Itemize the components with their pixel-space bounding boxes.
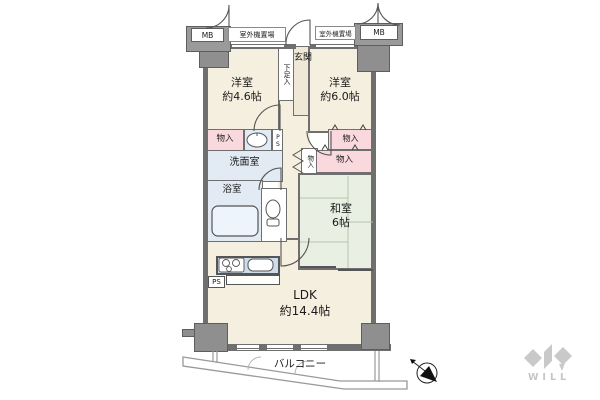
room-size: 約6.0帖	[320, 90, 360, 104]
room-bathroom-label: 浴室	[222, 184, 242, 195]
pipe-shaft-label: PS	[212, 278, 221, 286]
room-western-4-6-label: 洋室 約4.6帖	[206, 76, 278, 105]
room-size: 6帖	[332, 216, 350, 230]
balcony-label: バルコニー	[273, 358, 327, 370]
outdoor-unit-right: 室外機置場	[315, 26, 356, 40]
wall-right	[371, 44, 376, 349]
door-arc-ldk	[280, 237, 310, 267]
room-name: LDK	[293, 288, 317, 302]
closet-right-2-label: 物入	[335, 155, 353, 165]
will-logo-mark	[524, 344, 572, 371]
window-bottom-3	[301, 344, 327, 351]
room-size: 約4.6帖	[222, 90, 262, 104]
room-japanese-label: 和室 6帖	[320, 202, 362, 231]
pipe-shaft-kitchen: PS	[208, 276, 225, 288]
room-washroom-label: 洗面室	[229, 157, 260, 168]
room-entrance-label: 玄関	[293, 53, 312, 63]
window-bottom-1	[237, 344, 259, 351]
outdoor-unit-label: 室外機置場	[319, 30, 352, 38]
meter-box-label: MB	[373, 28, 385, 37]
door-arc-toilet	[258, 167, 282, 191]
sliding-door-japanese	[300, 266, 373, 271]
compass-icon	[410, 359, 438, 384]
meter-box-right-label-box: MB	[360, 25, 398, 40]
basin-icon	[246, 132, 268, 148]
wall-left	[203, 44, 208, 349]
pillar-bottom-left-stub	[182, 329, 195, 337]
bathtub-icon	[211, 205, 259, 237]
door-arc-western-6-0	[306, 130, 332, 156]
toilet-icon	[265, 199, 281, 227]
outdoor-unit-left: 室外機置場	[228, 27, 286, 42]
door-arcs	[205, 2, 401, 267]
door-arc-mb-left	[205, 4, 230, 29]
room-name: 和室	[330, 202, 352, 215]
room-western-6-0-label: 洋室 約6.0帖	[306, 76, 374, 105]
stove-icon	[218, 257, 245, 273]
closet-right-1-label: 物入	[342, 134, 359, 143]
door-arc-mb-right	[356, 2, 401, 26]
room-ldk-label: LDK 約14.4帖	[230, 288, 380, 319]
door-arc-western-4-6	[253, 104, 281, 132]
pillar-bottom-left	[194, 323, 228, 352]
room-name: 洋室	[329, 76, 351, 89]
tatami-lines	[300, 176, 373, 268]
folding-door-icon	[292, 148, 304, 174]
will-logo-text: WILL	[527, 372, 571, 383]
outdoor-unit-label: 室外機置場	[239, 30, 275, 39]
pipe-shaft-top-label: PS	[274, 133, 282, 148]
window-top-right	[316, 44, 354, 49]
pillar-top-right	[357, 44, 390, 72]
door-arc-entrance	[285, 19, 311, 46]
pillar-bottom-right	[361, 323, 390, 350]
meter-box-label: MB	[201, 30, 214, 40]
window-top-left	[232, 44, 284, 49]
wall-bottom	[199, 344, 391, 351]
kitchen-sink-icon	[247, 258, 274, 272]
closet-hinge-marks	[321, 124, 367, 151]
balcony-railing	[182, 351, 408, 390]
closet-small-label: 物入	[305, 155, 314, 168]
shoe-cabinet-label: 下足入	[283, 63, 292, 85]
kitchen-counter-extension	[226, 275, 280, 285]
closet-left-label: 物入	[216, 134, 234, 144]
room-name: 洋室	[231, 76, 253, 89]
room-size: 約14.4帖	[279, 303, 331, 318]
window-bottom-2	[267, 344, 293, 351]
